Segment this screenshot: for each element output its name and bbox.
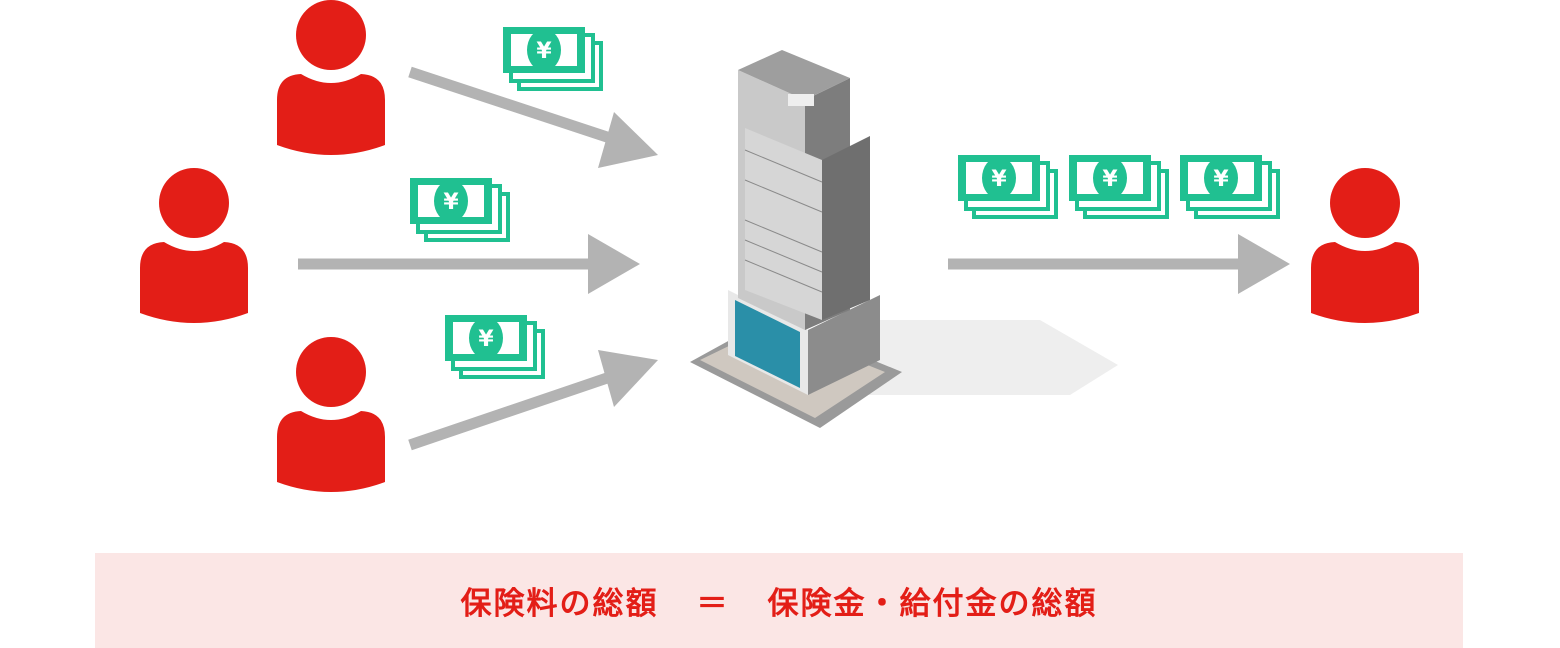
yen-banknote-stack-icon: ¥ — [503, 27, 603, 91]
total-premiums-label: 保険料の総額 — [460, 586, 659, 622]
yen-banknote-stack-icon: ¥ — [1180, 155, 1280, 219]
yen-symbol: ¥ — [443, 190, 459, 215]
equals-sign: ＝ — [696, 586, 730, 622]
yen-symbol: ¥ — [991, 167, 1007, 192]
arrow-icon-1 — [408, 66, 658, 168]
yen-symbol: ¥ — [1102, 167, 1118, 192]
yen-banknote-stack-icon: ¥ — [1069, 155, 1169, 219]
policyholder-person-icon-3 — [277, 337, 385, 492]
office-building-illustration — [690, 50, 902, 428]
total-benefits-label: 保険金・給付金の総額 — [767, 586, 1098, 622]
arrow-icon-3 — [408, 350, 658, 451]
yen-symbol: ¥ — [478, 327, 494, 352]
yen-symbol: ¥ — [536, 39, 552, 64]
yen-banknote-stack-icon: ¥ — [445, 315, 545, 379]
arrow-icon-4 — [948, 234, 1290, 294]
building-shadow — [830, 320, 1118, 395]
beneficiary-person-icon — [1311, 168, 1419, 323]
arrow-icon-2 — [298, 234, 640, 294]
equation-banner: 保険料の総額 ＝ 保険金・給付金の総額 — [95, 553, 1463, 648]
policyholder-person-icon-1 — [277, 0, 385, 155]
yen-banknote-stack-icon: ¥ — [410, 178, 510, 242]
yen-symbol: ¥ — [1213, 167, 1229, 192]
yen-banknote-stack-icon: ¥ — [958, 155, 1058, 219]
policyholder-person-icon-2 — [140, 168, 248, 323]
